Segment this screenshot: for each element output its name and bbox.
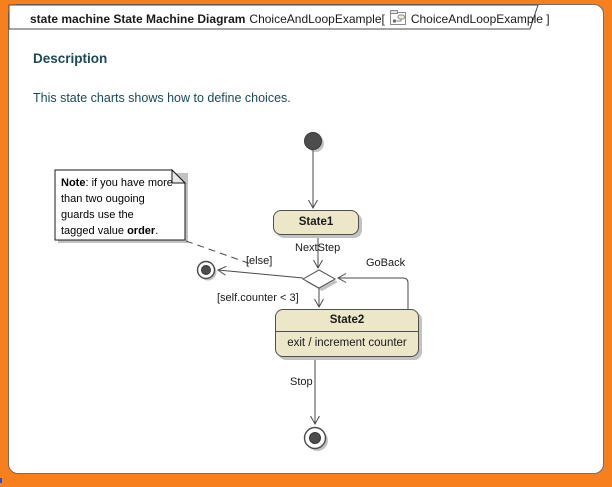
description-heading: Description — [33, 51, 108, 66]
state1-node[interactable]: State1 — [273, 210, 359, 235]
state2-activity: exit / increment counter — [287, 337, 407, 349]
state-machine-diagram-icon — [389, 10, 407, 31]
transition-goback-line[interactable] — [336, 273, 409, 309]
state2-node[interactable]: State2 exit / increment counter — [275, 309, 419, 357]
description-text: This state charts shows how to define ch… — [33, 91, 291, 105]
note-fold-icon — [171, 168, 187, 184]
note-shape[interactable] — [54, 168, 188, 243]
label-counter-guard[interactable]: [self.counter < 3] — [217, 292, 299, 304]
artifact-dot — [0, 478, 2, 483]
note-bold-order: order — [127, 225, 156, 237]
note-bold-note: Note — [61, 177, 86, 189]
note-anchor-line — [185, 240, 252, 265]
state2-label: State2 — [276, 310, 418, 332]
label-goback[interactable]: GoBack — [366, 257, 406, 269]
label-stop[interactable]: Stop — [290, 376, 313, 388]
choice-diamond[interactable] — [301, 269, 338, 291]
frame-title-kind: state machine State Machine Diagram — [30, 12, 246, 26]
transition-else-line[interactable] — [216, 265, 304, 279]
final-node-else[interactable] — [196, 260, 217, 281]
final-node-stop[interactable] — [303, 426, 329, 452]
frame-title-context: ChoiceAndLoopExample[ — [249, 12, 385, 26]
label-else-guard[interactable]: [else] — [246, 255, 273, 267]
note-text[interactable]: Note: if you have more than two ougoing … — [61, 177, 173, 237]
state1-label: State1 — [298, 216, 334, 228]
frame-title-name: ChoiceAndLoopExample ] — [410, 12, 550, 26]
label-nextstep[interactable]: NextStep — [295, 242, 341, 254]
initial-node[interactable] — [304, 132, 325, 153]
